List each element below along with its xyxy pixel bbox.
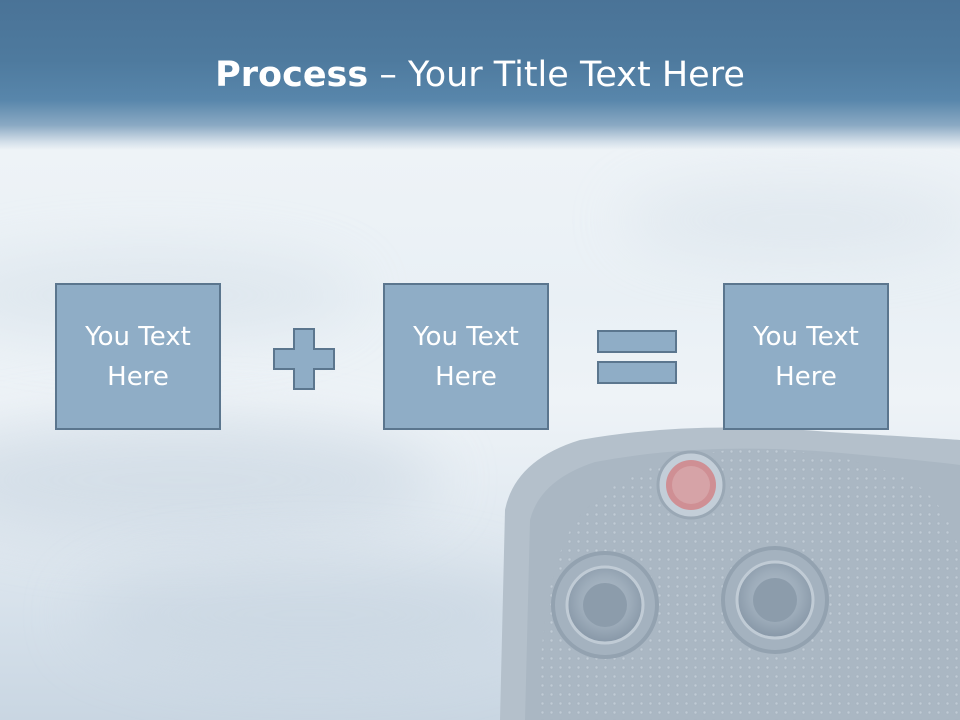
box-text-line2: Here [435, 361, 497, 392]
equals-icon [597, 330, 677, 384]
slide-title: Process – Your Title Text Here [0, 52, 960, 98]
text-box-3: You Text Here [723, 283, 889, 430]
box-text-line2: Here [775, 361, 837, 392]
cloud-shape [620, 180, 960, 260]
box-text-line1: You Text [413, 321, 519, 352]
plus-icon [273, 328, 335, 390]
cloud-shape [0, 420, 440, 540]
box-text-line1: You Text [753, 321, 859, 352]
text-box-1: You Text Here [55, 283, 221, 430]
cloud-shape [80, 560, 540, 670]
title-rest: – Your Title Text Here [368, 55, 745, 95]
binoculars-image [500, 427, 960, 720]
title-bar: Process – Your Title Text Here [0, 0, 960, 150]
title-bold: Process [215, 55, 369, 95]
text-box-2: You Text Here [383, 283, 549, 430]
box-text-line1: You Text [85, 321, 191, 352]
box-text-line2: Here [107, 361, 169, 392]
